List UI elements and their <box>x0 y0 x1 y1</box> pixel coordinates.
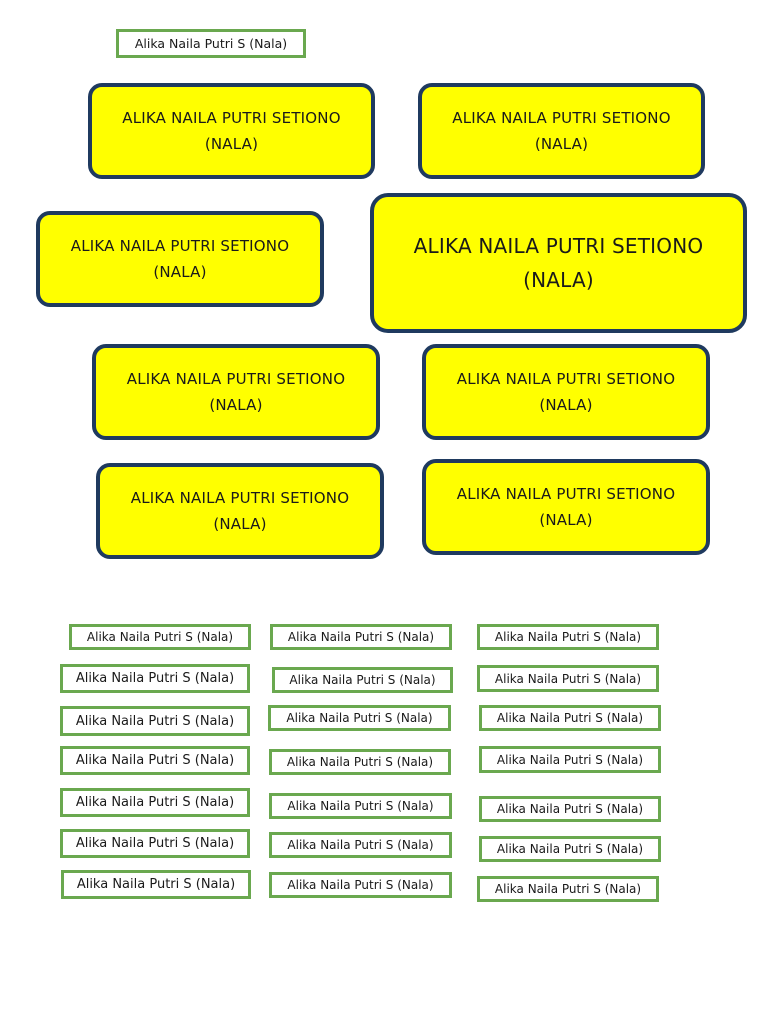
name-label: Alika Naila Putri S (Nala) <box>479 705 661 731</box>
name-label: Alika Naila Putri S (Nala) <box>477 876 659 902</box>
name-card-line2: (NALA) <box>204 135 259 153</box>
name-label: Alika Naila Putri S (Nala) <box>479 796 661 822</box>
name-label: Alika Naila Putri S (Nala) <box>477 624 659 650</box>
name-card: ALIKA NAILA PUTRI SETIONO (NALA) <box>96 463 384 559</box>
name-label: Alika Naila Putri S (Nala) <box>61 870 251 899</box>
name-label: Alika Naila Putri S (Nala) <box>60 706 250 736</box>
name-card-line1: ALIKA NAILA PUTRI SETIONO <box>122 108 341 127</box>
name-card-line1: ALIKA NAILA PUTRI SETIONO <box>456 484 676 503</box>
name-card-line1: ALIKA NAILA PUTRI SETIONO <box>70 236 290 255</box>
name-label: Alika Naila Putri S (Nala) <box>60 746 250 775</box>
name-label: Alika Naila Putri S (Nala) <box>268 705 451 731</box>
name-label: Alika Naila Putri S (Nala) <box>60 829 250 858</box>
name-card-large: ALIKA NAILA PUTRI SETIONO (NALA) <box>370 193 747 333</box>
name-card: ALIKA NAILA PUTRI SETIONO (NALA) <box>418 83 705 179</box>
name-card-line2: (NALA) <box>209 396 263 414</box>
name-label: Alika Naila Putri S (Nala) <box>479 836 661 862</box>
name-card-line1: ALIKA NAILA PUTRI SETIONO <box>130 488 350 507</box>
name-card-line2: (NALA) <box>153 263 207 281</box>
name-card-line2: (NALA) <box>539 396 593 414</box>
name-card-line2: (NALA) <box>523 268 594 292</box>
name-card-line2: (NALA) <box>539 511 593 529</box>
name-label: Alika Naila Putri S (Nala) <box>269 872 452 898</box>
name-card: ALIKA NAILA PUTRI SETIONO (NALA) <box>92 344 380 440</box>
top-name-label: Alika Naila Putri S (Nala) <box>116 29 306 58</box>
name-label: Alika Naila Putri S (Nala) <box>477 665 659 692</box>
name-label: Alika Naila Putri S (Nala) <box>272 667 453 693</box>
name-card-line1: ALIKA NAILA PUTRI SETIONO <box>456 369 676 388</box>
name-label: Alika Naila Putri S (Nala) <box>270 624 452 650</box>
name-card-line1: ALIKA NAILA PUTRI SETIONO <box>452 108 671 127</box>
name-card-line1: ALIKA NAILA PUTRI SETIONO <box>413 234 704 258</box>
name-label: Alika Naila Putri S (Nala) <box>269 832 452 858</box>
name-card-line2: (NALA) <box>534 135 589 153</box>
name-label: Alika Naila Putri S (Nala) <box>60 664 250 693</box>
name-card: ALIKA NAILA PUTRI SETIONO (NALA) <box>36 211 324 307</box>
name-card-line1: ALIKA NAILA PUTRI SETIONO <box>126 369 346 388</box>
name-label: Alika Naila Putri S (Nala) <box>269 793 452 819</box>
name-card: ALIKA NAILA PUTRI SETIONO (NALA) <box>422 459 710 555</box>
name-label: Alika Naila Putri S (Nala) <box>69 624 251 650</box>
name-label: Alika Naila Putri S (Nala) <box>60 788 250 817</box>
name-card-line2: (NALA) <box>213 515 267 533</box>
name-label: Alika Naila Putri S (Nala) <box>479 746 661 773</box>
name-label: Alika Naila Putri S (Nala) <box>269 749 451 775</box>
name-card: ALIKA NAILA PUTRI SETIONO (NALA) <box>88 83 375 179</box>
name-card: ALIKA NAILA PUTRI SETIONO (NALA) <box>422 344 710 440</box>
